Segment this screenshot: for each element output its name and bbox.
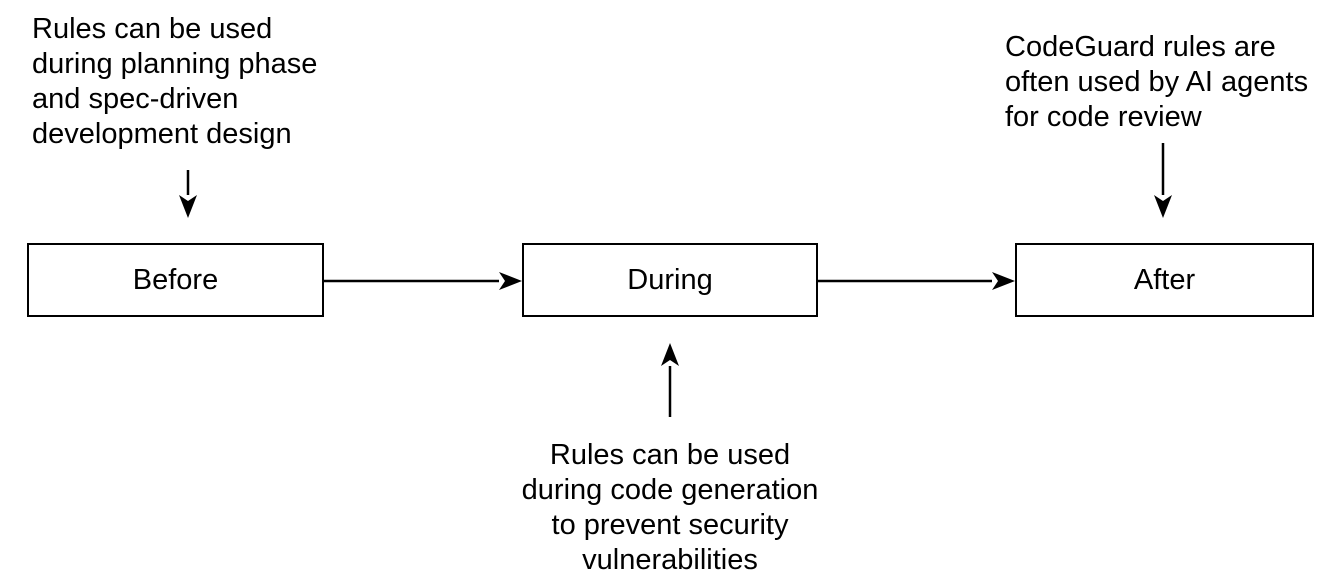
node-during: During xyxy=(522,243,818,317)
annotation-during-phase: Rules can be used during code generation… xyxy=(521,439,819,576)
node-after: After xyxy=(1015,243,1314,317)
node-before-label: Before xyxy=(132,263,219,296)
annotation-after-phase: CodeGuard rules are often used by AI age… xyxy=(1005,31,1309,133)
node-after-label: After xyxy=(1133,263,1196,296)
node-before: Before xyxy=(27,243,324,317)
annotation-before-phase: Rules can be used during planning phase … xyxy=(32,13,318,150)
node-during-label: During xyxy=(627,263,713,296)
